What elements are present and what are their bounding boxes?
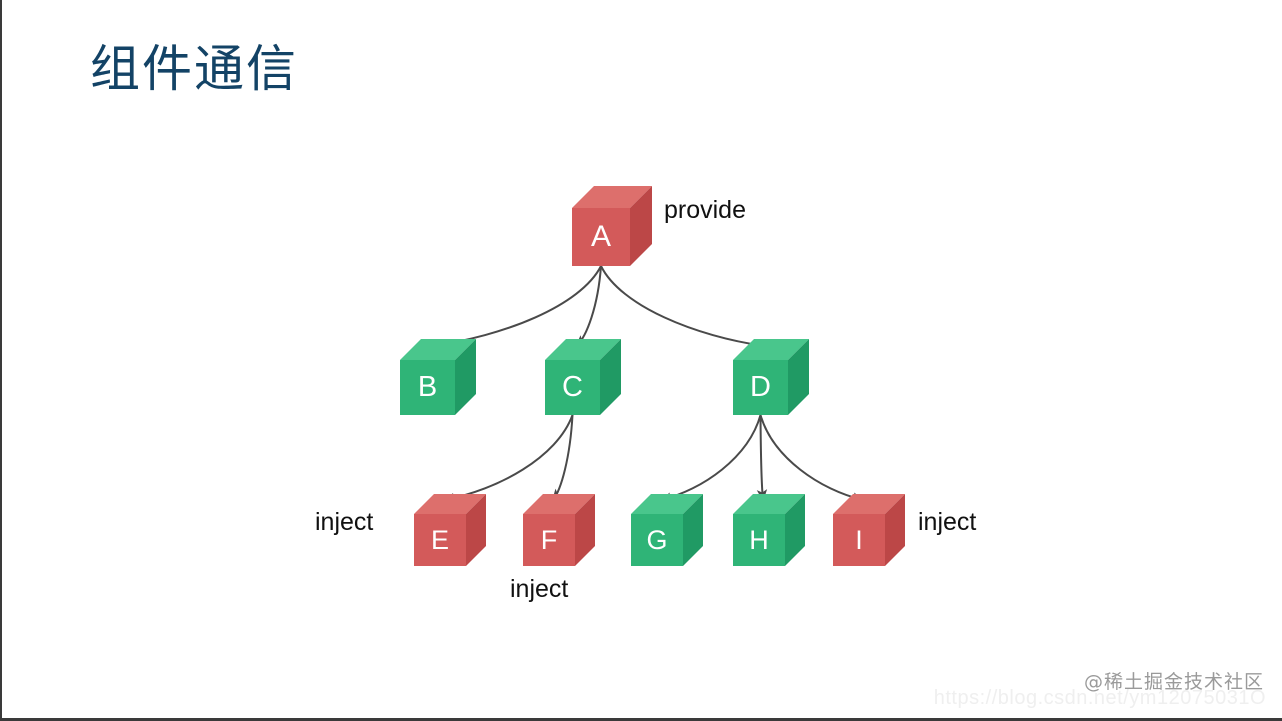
cube-label-c: C <box>562 371 583 403</box>
annotation-provide: provide <box>664 196 746 224</box>
cube-geometry-h <box>733 494 805 566</box>
annotation-inject-left: inject <box>315 508 374 536</box>
edge-d-to-g <box>659 414 762 503</box>
cube-node-d[interactable]: D <box>733 339 809 415</box>
cube-node-b[interactable]: B <box>400 339 476 415</box>
edge-a-to-c <box>575 265 602 348</box>
cube-label-i: I <box>855 524 863 555</box>
cube-node-e[interactable]: E <box>414 494 486 566</box>
cube-geometry-c <box>545 339 621 415</box>
cube-node-h[interactable]: H <box>733 494 805 566</box>
edge-c-to-f <box>551 414 574 502</box>
cube-label-h: H <box>749 524 769 555</box>
cube-label-f: F <box>540 524 558 555</box>
annotation-inject-right: inject <box>918 508 977 536</box>
cube-label-d: D <box>750 371 771 403</box>
edge-d-to-h <box>756 414 768 502</box>
cube-node-g[interactable]: G <box>631 494 703 566</box>
watermark: @稀土掘金技术社区 <box>1083 671 1264 693</box>
edge-d-to-i <box>759 414 865 503</box>
cube-geometry-d <box>733 339 809 415</box>
cube-node-f[interactable]: F <box>523 494 595 566</box>
cube-label-g: G <box>646 524 668 555</box>
cube-geometry-a <box>572 186 652 266</box>
cube-node-a[interactable]: A <box>572 186 652 266</box>
cube-geometry-b <box>400 339 476 415</box>
edge-a-to-d <box>600 265 767 350</box>
cube-geometry-i <box>833 494 905 566</box>
edge-a-to-b <box>429 265 602 350</box>
cube-node-i[interactable]: I <box>833 494 905 566</box>
cube-geometry-f <box>523 494 595 566</box>
cube-geometry-g <box>631 494 703 566</box>
cube-label-b: B <box>417 371 438 403</box>
cube-label-e: E <box>430 524 449 555</box>
annotation-inject-below: inject <box>510 575 569 603</box>
cube-label-a: A <box>590 220 611 253</box>
cube-node-c[interactable]: C <box>545 339 621 415</box>
cube-geometry-e <box>414 494 486 566</box>
watermark-url: https://blog.csdn.net/ym12075031O <box>933 687 1266 709</box>
page-title: 组件通信 <box>90 40 298 98</box>
edge-c-to-e <box>442 414 574 504</box>
